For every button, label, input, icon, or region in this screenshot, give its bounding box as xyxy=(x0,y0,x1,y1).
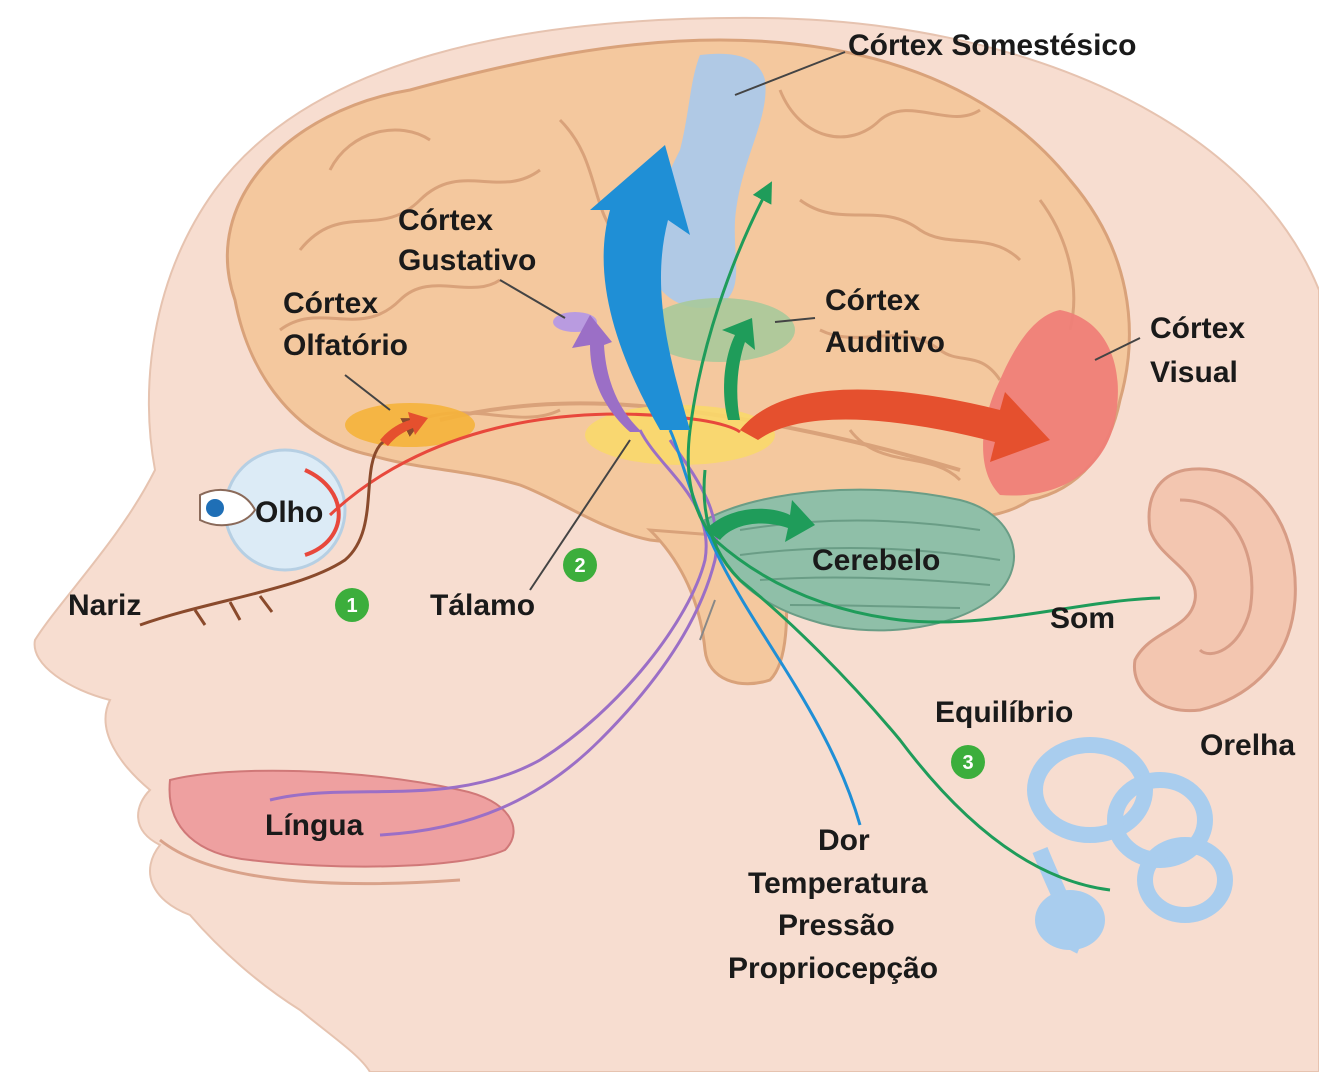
label-gustatory-cortex-line1: Córtex xyxy=(398,204,493,237)
step-badge-1-number: 1 xyxy=(346,595,357,617)
step-badge-3-number: 3 xyxy=(962,752,973,774)
label-sound: Som xyxy=(1050,602,1115,635)
label-somatosensory-cortex: Córtex Somestésico xyxy=(848,29,1136,62)
label-balance: Equilíbrio xyxy=(935,696,1073,729)
label-visual-cortex-line2: Visual xyxy=(1150,356,1238,389)
label-nose: Nariz xyxy=(68,589,141,622)
label-ear: Orelha xyxy=(1200,729,1295,762)
label-visual-cortex-line1: Córtex xyxy=(1150,312,1245,345)
label-auditory-cortex-line2: Auditivo xyxy=(825,326,945,359)
label-eye: Olho xyxy=(255,496,323,529)
label-cerebellum: Cerebelo xyxy=(812,544,940,577)
label-thalamus: Tálamo xyxy=(430,589,535,622)
label-proprioception: Propriocepção xyxy=(728,952,938,985)
step-badge-2-number: 2 xyxy=(574,555,585,577)
label-gustatory-cortex-line2: Gustativo xyxy=(398,244,536,277)
cochlea-base xyxy=(1035,890,1105,950)
label-pain: Dor xyxy=(818,824,870,857)
step-badge-1: 1 xyxy=(335,588,369,622)
step-badge-3: 3 xyxy=(951,745,985,779)
label-auditory-cortex-line1: Córtex xyxy=(825,284,920,317)
label-olfactory-cortex-line2: Olfatório xyxy=(283,329,408,362)
step-badge-2: 2 xyxy=(563,548,597,582)
label-pressure: Pressão xyxy=(778,909,895,942)
label-olfactory-cortex-line1: Córtex xyxy=(283,287,378,320)
label-tongue: Língua xyxy=(265,809,364,842)
label-temperature: Temperatura xyxy=(748,867,928,900)
eye-iris xyxy=(206,499,224,517)
